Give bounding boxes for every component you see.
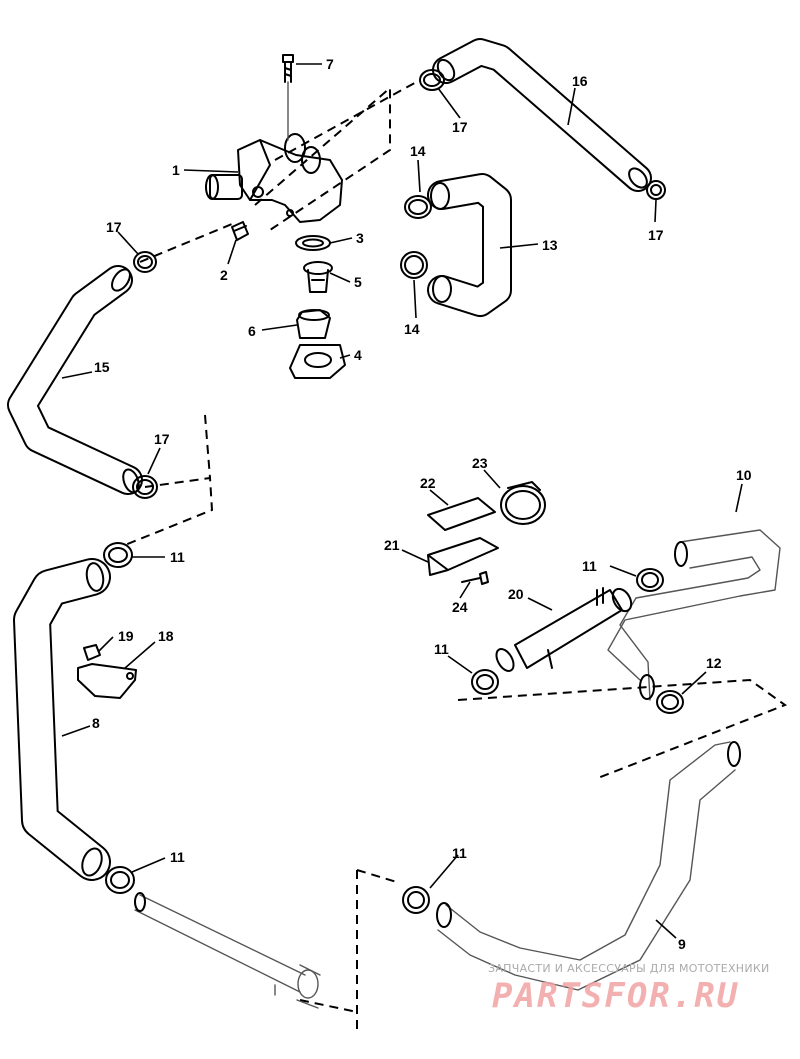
clamp-11-a <box>103 542 133 568</box>
clamp-11-b <box>105 866 135 894</box>
bracket-18 <box>77 663 137 699</box>
callout-18: 18 <box>158 628 174 644</box>
callout-23: 23 <box>472 455 488 471</box>
water-pipe <box>134 892 321 1009</box>
callout-16: 16 <box>572 73 588 89</box>
callout-11-a: 11 <box>170 549 185 565</box>
watermark-logo: PARTSFOR.RU <box>492 976 740 1016</box>
callout-3: 3 <box>356 230 364 246</box>
clamp-11-d <box>471 669 499 695</box>
gasket-4 <box>289 344 346 379</box>
callout-14-a: 14 <box>410 143 426 159</box>
callout-10: 10 <box>736 467 752 483</box>
callout-7: 7 <box>326 56 334 72</box>
pad-22 <box>427 497 496 531</box>
gasket-3 <box>295 235 331 251</box>
callout-4: 4 <box>354 347 362 363</box>
callout-9: 9 <box>678 936 686 952</box>
callout-11-d: 11 <box>434 641 449 657</box>
callout-6: 6 <box>248 323 256 339</box>
saddle-21 <box>427 537 499 576</box>
hose-8 <box>13 558 111 881</box>
callout-8: 8 <box>92 715 100 731</box>
hose-9 <box>436 741 741 991</box>
hose-15 <box>7 265 143 495</box>
callout-17-c: 17 <box>648 227 664 243</box>
callout-15: 15 <box>94 359 110 375</box>
clamp-11-c <box>636 568 664 592</box>
callout-17-d: 17 <box>154 431 170 447</box>
callout-14-b: 14 <box>404 321 420 337</box>
callout-11-e: 11 <box>452 845 467 861</box>
plug-2 <box>231 221 249 241</box>
hose-10 <box>607 529 781 701</box>
callout-12: 12 <box>706 655 722 671</box>
clamp-17-b <box>419 69 445 91</box>
heat-exchanger-20 <box>495 587 633 672</box>
clamp-14-b <box>400 251 428 279</box>
clamp-12 <box>656 690 684 714</box>
thermostat-5 <box>303 261 333 293</box>
clamp-17-d <box>132 475 158 499</box>
clamp-11-e <box>402 886 430 914</box>
screw-24 <box>461 571 489 585</box>
callout-19: 19 <box>118 628 134 644</box>
callout-labels: 1 2 3 4 5 6 7 17 17 17 17 15 16 14 14 13… <box>92 56 752 952</box>
clamp-17-c <box>646 180 666 200</box>
callout-11-c: 11 <box>582 558 597 574</box>
clamp-17-a <box>133 251 157 273</box>
callout-2: 2 <box>220 267 228 283</box>
callout-11-b: 11 <box>170 849 185 865</box>
callout-20: 20 <box>508 586 524 602</box>
hose-13 <box>427 173 512 317</box>
callout-21: 21 <box>384 537 400 553</box>
callout-13: 13 <box>542 237 558 253</box>
nut-19 <box>83 644 101 661</box>
callout-17-a: 17 <box>106 219 122 235</box>
watermark-caption: ЗАПЧАСТИ И АКСЕССУАРЫ ДЛЯ МОТОТЕХНИКИ <box>488 962 770 975</box>
callout-1: 1 <box>172 162 180 178</box>
assembly-lines <box>124 79 788 1030</box>
clamp-14-a <box>404 195 432 219</box>
callout-17-b: 17 <box>452 119 468 135</box>
sleeve-6 <box>296 309 331 339</box>
callout-22: 22 <box>420 475 436 491</box>
bolt-7 <box>282 54 294 141</box>
leader-lines <box>61 63 743 939</box>
callout-5: 5 <box>354 274 362 290</box>
clamp-23 <box>500 481 546 525</box>
thermostat-housing <box>205 133 343 223</box>
callout-24: 24 <box>452 599 468 615</box>
